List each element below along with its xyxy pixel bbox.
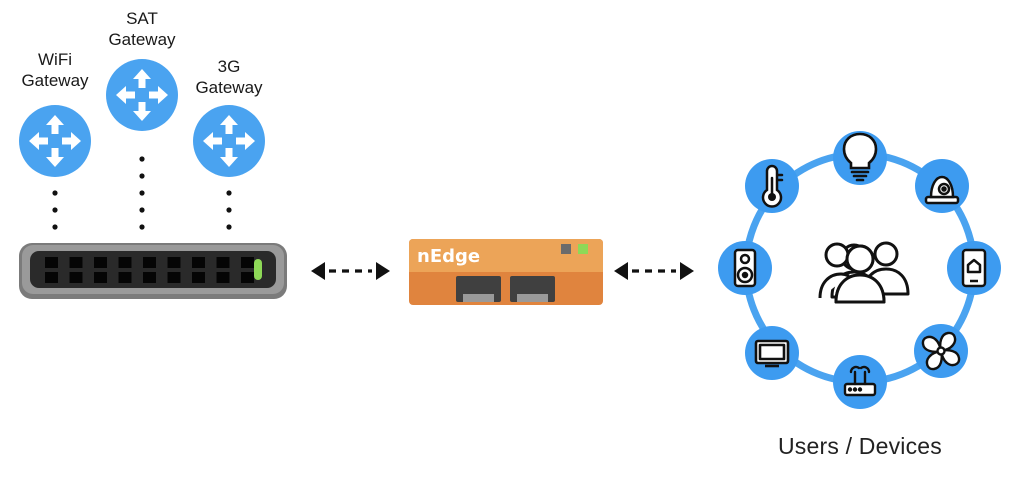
3g-gateway-router-icon <box>193 105 265 177</box>
switch-port <box>241 257 254 268</box>
switch-port <box>216 272 230 283</box>
nedge-label: nEdge <box>417 246 480 267</box>
nedge-port-2 <box>510 276 555 302</box>
wifi-gateway <box>19 105 91 230</box>
nedge-status-light-green <box>578 244 588 254</box>
users-group-icon <box>818 241 910 304</box>
nedge-appliance: nEdge <box>409 239 603 305</box>
switch-port <box>216 257 230 268</box>
switch-port <box>143 272 156 283</box>
switch-port <box>143 257 156 268</box>
thermometer-device <box>745 159 799 213</box>
3g-gateway-label-line2: Gateway <box>195 78 263 97</box>
thermometer-icon <box>761 164 784 208</box>
lightbulb-icon <box>842 132 878 182</box>
smartphone-home-icon <box>961 248 987 288</box>
speaker-device <box>718 241 772 295</box>
sat-gateway-label-line2: Gateway <box>108 30 176 49</box>
3g-gateway-connector-dots <box>226 190 232 230</box>
switch-port <box>167 272 181 283</box>
tv-device <box>745 326 799 380</box>
sat-gateway-connector-dots <box>139 156 145 230</box>
switch-led <box>254 259 262 280</box>
switch-port <box>94 257 107 268</box>
wifi-gateway-label: WiFi Gateway <box>0 49 110 91</box>
sat-gateway-label: SAT Gateway <box>87 8 197 50</box>
speaker-icon <box>733 248 757 288</box>
switch-port <box>69 257 83 268</box>
sat-gateway-label-line1: SAT <box>126 9 158 28</box>
sat-gateway <box>106 59 178 230</box>
3g-gateway <box>193 105 265 230</box>
devices-ring <box>718 131 1001 409</box>
wifi-gateway-label-line2: Gateway <box>21 71 89 90</box>
tv-icon <box>754 339 790 368</box>
wifi-gateway-label-line1: WiFi <box>38 50 72 69</box>
router-icon <box>843 365 877 397</box>
3g-gateway-label: 3G Gateway <box>174 56 284 98</box>
switch-port <box>241 272 254 283</box>
switch-port <box>45 257 58 268</box>
camera-device <box>915 159 969 213</box>
smartphone-device <box>947 241 1001 295</box>
switch-ports <box>45 257 254 283</box>
router-device <box>833 355 887 409</box>
nedge-port-1 <box>456 276 501 302</box>
wifi-gateway-router-icon <box>19 105 91 177</box>
3g-gateway-label-line1: 3G <box>217 57 241 76</box>
switch-port <box>69 272 83 283</box>
fan-icon <box>921 331 961 371</box>
switch-port <box>118 272 132 283</box>
network-switch <box>19 243 287 299</box>
switch-port <box>167 257 181 268</box>
switch-port <box>192 272 205 283</box>
switch-port <box>94 272 107 283</box>
switch-port <box>45 272 58 283</box>
camera-icon <box>924 175 960 205</box>
switch-port <box>192 257 205 268</box>
lightbulb-device <box>833 131 887 185</box>
users-devices-caption: Users / Devices <box>777 433 943 459</box>
switch-port <box>118 257 132 268</box>
arrow-switch-nedge <box>311 262 390 280</box>
fan-device <box>914 324 968 378</box>
sat-gateway-router-icon <box>106 59 178 131</box>
wifi-gateway-connector-dots <box>52 190 58 230</box>
arrow-nedge-devices <box>614 262 694 280</box>
nedge-status-light-gray <box>561 244 571 254</box>
